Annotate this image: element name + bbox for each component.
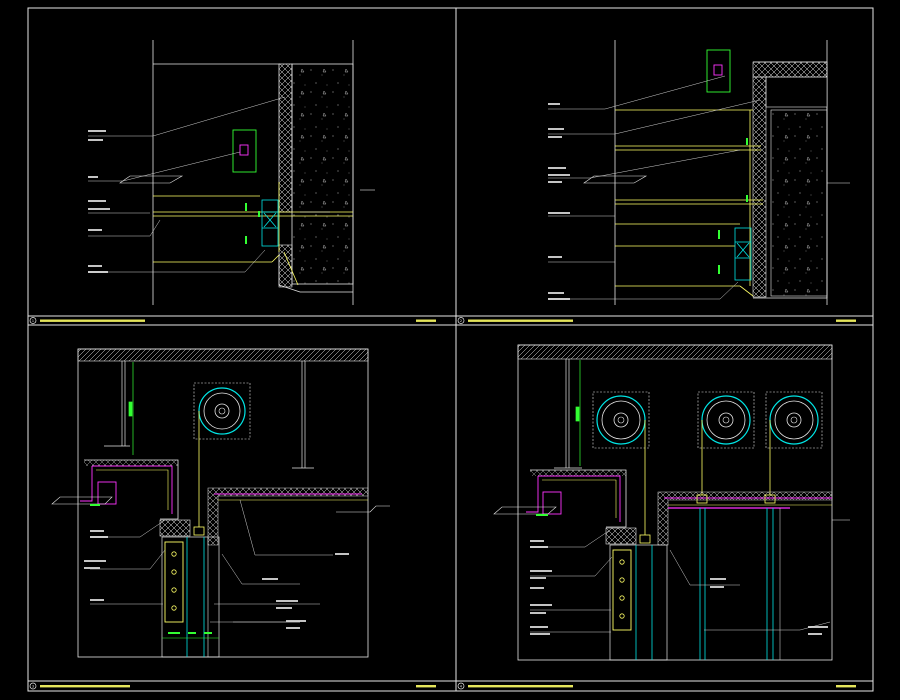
panel-3-motor bbox=[193, 382, 251, 527]
panel-4-dim-green bbox=[575, 360, 581, 466]
panel-2-scale-text bbox=[836, 319, 856, 322]
panel-3-scale-text bbox=[416, 685, 436, 688]
panel-3-dimensions bbox=[90, 504, 219, 639]
panel-3-curtain bbox=[161, 536, 220, 658]
panel-3-ceiling-box-right bbox=[207, 487, 369, 546]
panel-3-leaders bbox=[90, 499, 333, 623]
panel-4-leaders bbox=[530, 529, 831, 633]
panel-2-ceiling-layers bbox=[615, 109, 763, 297]
panel-3-title-bar: 3 bbox=[29, 682, 436, 690]
panel-4-bolt-markers bbox=[619, 559, 625, 619]
panel-4-hangers bbox=[554, 359, 582, 469]
panel-3-title-text bbox=[40, 685, 130, 688]
panel-4-track bbox=[605, 494, 776, 545]
panel-1-detail bbox=[88, 40, 375, 305]
panel-4-section-cut bbox=[493, 506, 850, 521]
panel-1-index: 1 bbox=[32, 319, 34, 323]
panel-4-motor-3 bbox=[765, 391, 823, 495]
panel-2-dimensions bbox=[718, 138, 748, 274]
panel-4-slab bbox=[517, 344, 833, 360]
sheet-frame bbox=[27, 7, 874, 692]
panel-4-motor-1 bbox=[592, 391, 650, 535]
panel-3-track bbox=[159, 519, 205, 537]
panel-4-title-text bbox=[468, 685, 573, 688]
panel-1-section-cut bbox=[119, 175, 375, 213]
panel-3-bolt-markers bbox=[171, 551, 177, 611]
panel-4-scale-text bbox=[836, 685, 856, 688]
panel-2-detail bbox=[548, 40, 850, 305]
panel-2-title-text bbox=[468, 319, 573, 322]
panel-4-motors bbox=[592, 391, 823, 535]
panel-4-curtains bbox=[609, 508, 781, 661]
panel-3-detail bbox=[51, 348, 390, 658]
panel-2-concrete-wall bbox=[752, 61, 828, 299]
panel-2-leaders bbox=[548, 75, 761, 300]
panel-2-index: 2 bbox=[460, 319, 462, 323]
panel-1-title-bar: 1 bbox=[29, 317, 436, 324]
panel-4-detail bbox=[493, 344, 850, 661]
panel-2-title-bar: 2 bbox=[457, 317, 856, 324]
panel-3-label-text bbox=[84, 530, 349, 629]
panel-1-scale-text bbox=[416, 319, 436, 322]
panel-4-motor-2 bbox=[697, 391, 755, 495]
panel-1-leaders bbox=[88, 96, 286, 273]
panel-2-section-cut bbox=[583, 175, 850, 184]
panel-2-curtain-box bbox=[734, 227, 752, 281]
panel-1-concrete-wall bbox=[278, 63, 354, 293]
panel-4-index: 4 bbox=[460, 684, 462, 688]
panel-3-viewport bbox=[77, 348, 369, 658]
panel-1-fixture bbox=[232, 129, 257, 173]
panel-3-hangers bbox=[104, 361, 314, 469]
panel-3-ceiling-box-left bbox=[80, 459, 179, 520]
panel-3-slab bbox=[77, 348, 369, 362]
panel-4-ceiling-box-left bbox=[526, 469, 627, 528]
panel-4-ceiling-box-right bbox=[657, 491, 833, 546]
panel-3-section-cut bbox=[51, 496, 390, 513]
panel-1-dimensions bbox=[245, 203, 260, 244]
panel-3-dim-green bbox=[128, 362, 134, 455]
panel-1-curtain-box bbox=[261, 199, 279, 247]
panel-3-index: 3 bbox=[32, 684, 34, 688]
panel-4-label-text bbox=[530, 540, 828, 635]
panel-4-dimensions bbox=[536, 514, 548, 516]
panel-1-label-text bbox=[88, 130, 110, 273]
panel-1-title-text bbox=[40, 319, 145, 322]
panel-2-fixture bbox=[706, 49, 731, 93]
panel-2-label-text bbox=[548, 103, 570, 300]
panel-4-title-bar: 4 bbox=[457, 682, 856, 690]
